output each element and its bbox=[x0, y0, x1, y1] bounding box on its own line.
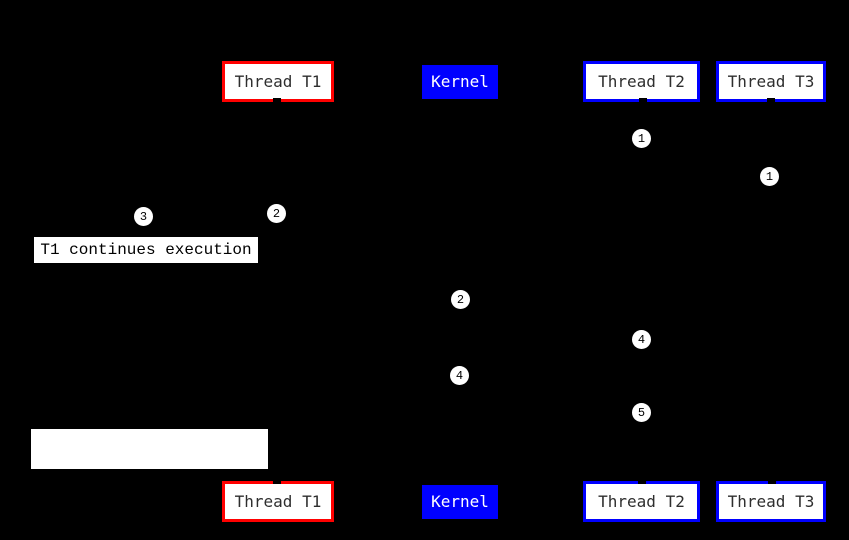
step-marker-3-note: 3 bbox=[134, 207, 153, 226]
lifeline-tick-t3-top bbox=[767, 98, 775, 105]
lifeline-tick-t1-bottom bbox=[273, 477, 281, 484]
note-t1-continues-execution: T1 continues execution bbox=[34, 237, 258, 263]
actor-box-thread-t3-top: Thread T3 bbox=[716, 61, 826, 102]
actor-box-thread-t3-bottom: Thread T3 bbox=[716, 481, 826, 522]
step-marker-2-thread-t1: 2 bbox=[267, 204, 286, 223]
step-marker-1-thread-t2: 1 bbox=[632, 129, 651, 148]
step-marker-4-thread-t2: 4 bbox=[632, 330, 651, 349]
note-empty bbox=[31, 429, 268, 469]
actor-box-thread-t1-bottom: Thread T1 bbox=[222, 481, 334, 522]
actor-box-kernel-bottom: Kernel bbox=[422, 485, 498, 519]
lifeline-tick-t2-bottom bbox=[638, 477, 646, 484]
actor-box-thread-t2-top: Thread T2 bbox=[583, 61, 700, 102]
actor-box-kernel-top: Kernel bbox=[422, 65, 498, 99]
step-marker-2-kernel: 2 bbox=[451, 290, 470, 309]
lifeline-tick-t1-top bbox=[273, 98, 281, 105]
actor-box-thread-t1-top: Thread T1 bbox=[222, 61, 334, 102]
step-marker-5-thread-t2: 5 bbox=[632, 403, 651, 422]
step-marker-4-kernel: 4 bbox=[450, 366, 469, 385]
actor-box-thread-t2-bottom: Thread T2 bbox=[583, 481, 700, 522]
lifeline-tick-t2-top bbox=[639, 98, 647, 105]
step-marker-1-thread-t3: 1 bbox=[760, 167, 779, 186]
lifeline-tick-t3-bottom bbox=[768, 477, 776, 484]
